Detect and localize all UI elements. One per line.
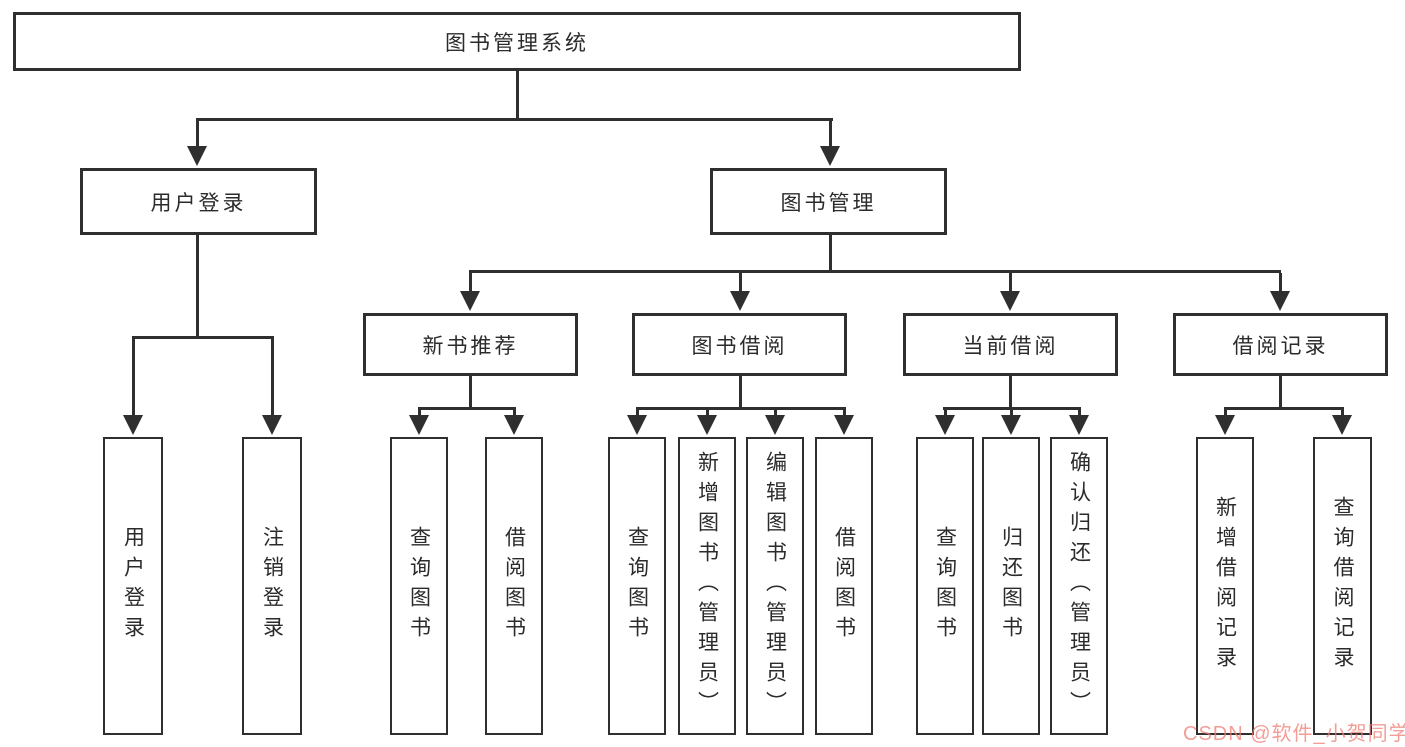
leaf-query-books-current: 查询图书 (916, 437, 974, 735)
connector-stem-nb-query (418, 409, 421, 416)
connector-stem-cb-query (944, 409, 947, 416)
leaf-add-borrow-record-label: 新增借阅记录 (1213, 496, 1237, 676)
leaf-logout-label: 注销登录 (260, 526, 284, 646)
arrowhead-book-management (820, 146, 840, 166)
leaf-add-book-admin: 新增图书（管理员） (678, 437, 736, 735)
node-book-borrowing: 图书借阅 (632, 313, 847, 376)
leaf-borrow-books-recommend: 借阅图书 (485, 437, 543, 735)
leaf-query-books-borrow: 查询图书 (608, 437, 666, 735)
leaf-query-books-borrow-label: 查询图书 (625, 526, 649, 646)
leaf-query-borrow-record-label: 查询借阅记录 (1331, 496, 1354, 676)
node-root: 图书管理系统 (13, 12, 1021, 71)
node-book-management: 图书管理 (710, 168, 947, 235)
arrowhead-book-borrow (730, 291, 750, 311)
arrowhead-cb-confirm (1069, 415, 1089, 435)
arrowhead-br-add (1215, 415, 1235, 435)
connector-stem-new-book (469, 273, 472, 293)
connector-borrow-records-hline (1224, 407, 1344, 410)
arrowhead-cb-query (935, 415, 955, 435)
leaf-edit-book-admin-label: 编辑图书（管理员） (763, 451, 787, 721)
connector-new-book-stem (469, 376, 472, 410)
leaf-borrow-books-recommend-label: 借阅图书 (502, 526, 526, 646)
connector-stem-cb-return (1010, 409, 1013, 416)
connector-stem-book-borrow (739, 273, 742, 293)
connector-stem-bb-add (706, 409, 709, 416)
connector-borrow-records-stem (1279, 376, 1282, 410)
arrowhead-borrow-records (1270, 291, 1290, 311)
node-user-login: 用户登录 (80, 168, 317, 235)
connector-stem-leaf-logout (271, 339, 274, 417)
leaf-add-borrow-record: 新增借阅记录 (1196, 437, 1254, 735)
connector-level3-hline (469, 270, 1281, 273)
node-current-borrowing: 当前借阅 (903, 313, 1118, 376)
connector-root-stem (516, 71, 519, 119)
connector-stem-leaf-login (132, 339, 135, 417)
arrowhead-current-borrow (1000, 291, 1020, 311)
leaf-user-login-label: 用户登录 (121, 526, 145, 646)
connector-stem-nb-borrow (513, 409, 516, 416)
leaf-return-book-label: 归还图书 (999, 526, 1023, 646)
leaf-logout: 注销登录 (242, 437, 302, 735)
node-current-borrowing-label: 当前借阅 (962, 334, 1059, 358)
connector-book-borrow-hline (636, 407, 846, 410)
arrowhead-br-query (1332, 415, 1352, 435)
node-user-login-label: 用户登录 (150, 191, 247, 215)
leaf-edit-book-admin: 编辑图书（管理员） (746, 437, 804, 735)
leaf-query-books-recommend-label: 查询图书 (407, 526, 431, 646)
connector-level2-hline (196, 118, 833, 121)
leaf-query-borrow-record: 查询借阅记录 (1313, 437, 1372, 735)
leaf-query-books-current-label: 查询图书 (933, 526, 957, 646)
leaf-user-login: 用户登录 (103, 437, 163, 735)
connector-stem-cb-confirm (1078, 409, 1081, 416)
arrowhead-bb-query (627, 415, 647, 435)
node-new-book-recommendation: 新书推荐 (363, 313, 578, 376)
connector-stem-borrow-records (1279, 273, 1282, 293)
connector-current-borrow-hline (943, 407, 1081, 410)
arrowhead-nb-query (409, 415, 429, 435)
leaf-confirm-return-admin: 确认归还（管理员） (1050, 437, 1108, 735)
connector-stem-user-login (196, 121, 199, 149)
connector-book-management-stem (829, 235, 832, 271)
connector-stem-bb-edit (774, 409, 777, 416)
leaf-confirm-return-admin-label: 确认归还（管理员） (1067, 451, 1091, 721)
arrowhead-leaf-logout (262, 415, 282, 435)
leaf-borrow-books-borrow-label: 借阅图书 (832, 526, 856, 646)
leaf-return-book: 归还图书 (982, 437, 1040, 735)
connector-stem-current-borrow (1009, 273, 1012, 293)
node-borrowing-records: 借阅记录 (1173, 313, 1388, 376)
node-borrowing-records-label: 借阅记录 (1232, 334, 1329, 358)
arrowhead-nb-borrow (504, 415, 524, 435)
connector-user-login-stem (196, 235, 199, 338)
arrowhead-bb-add (697, 415, 717, 435)
connector-current-borrow-stem (1009, 376, 1012, 410)
arrowhead-leaf-login (123, 415, 143, 435)
arrowhead-new-book (460, 291, 480, 311)
connector-new-book-hline (418, 407, 516, 410)
connector-user-login-hline (132, 336, 274, 339)
connector-stem-br-query (1341, 409, 1344, 416)
connector-book-borrow-stem (739, 376, 742, 410)
node-new-book-recommendation-label: 新书推荐 (422, 334, 519, 358)
connector-stem-br-add (1224, 409, 1227, 416)
leaf-query-books-recommend: 查询图书 (390, 437, 448, 735)
connector-stem-book-management (829, 121, 832, 149)
leaf-add-book-admin-label: 新增图书（管理员） (695, 451, 719, 721)
arrowhead-bb-borrow (834, 415, 854, 435)
connector-stem-bb-query (636, 409, 639, 416)
leaf-borrow-books-borrow: 借阅图书 (815, 437, 873, 735)
connector-stem-bb-borrow (843, 409, 846, 416)
node-book-management-label: 图书管理 (780, 191, 877, 215)
arrowhead-cb-return (1001, 415, 1021, 435)
arrowhead-user-login (187, 146, 207, 166)
csdn-watermark: CSDN @软件_小贺同学 (1183, 723, 1405, 745)
node-book-borrowing-label: 图书借阅 (691, 334, 788, 358)
arrowhead-bb-edit (765, 415, 785, 435)
node-root-label: 图书管理系统 (445, 31, 589, 55)
